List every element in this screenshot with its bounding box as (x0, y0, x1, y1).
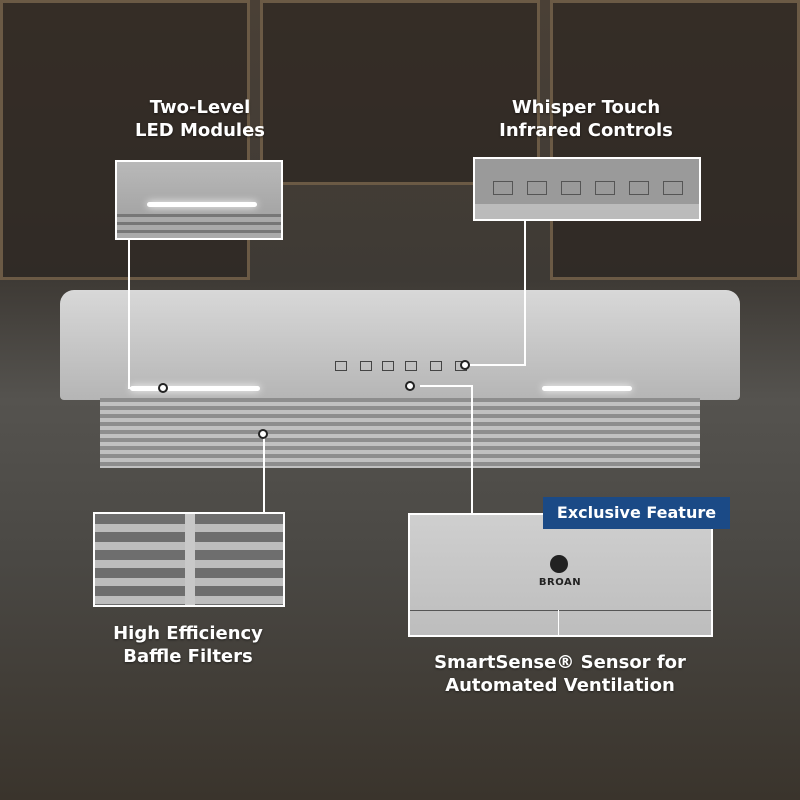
control-icon (629, 181, 649, 195)
label-line: SmartSense® Sensor for (434, 652, 686, 673)
control-icon (595, 181, 615, 195)
controls-marker (460, 360, 470, 370)
sensor-icon (550, 555, 568, 573)
label-line: Whisper Touch (511, 97, 661, 118)
label-line: Infrared Controls (499, 120, 673, 141)
label-line: Baffle Filters (123, 646, 253, 667)
control-button (405, 361, 417, 371)
exclusive-feature-badge: Exclusive Feature (543, 497, 730, 529)
control-icon (527, 181, 547, 195)
sensor-leader-line (471, 385, 473, 515)
led-marker (158, 383, 168, 393)
seam (558, 610, 559, 635)
range-hood (60, 290, 740, 400)
sensor-leader-line (420, 385, 472, 387)
controls-detail-box (473, 157, 701, 221)
sensor-marker (405, 381, 415, 391)
label-line: High Efficiency (113, 623, 263, 644)
sensor-detail-box: BROAN (408, 513, 713, 637)
control-icon (561, 181, 581, 195)
control-button (360, 361, 372, 371)
seam (410, 610, 711, 611)
controls-leader-line (470, 364, 526, 366)
control-button (382, 361, 394, 371)
brand-logo: BROAN (538, 577, 582, 588)
filter-divider (185, 514, 195, 605)
control-button (335, 361, 347, 371)
baffle-filters (100, 398, 700, 468)
led-detail-box (115, 160, 283, 240)
led-right (542, 386, 632, 391)
filter-marker (258, 429, 268, 439)
power-icon (663, 181, 683, 195)
cabinet-center (260, 0, 540, 185)
label-line: Automated Ventilation (445, 675, 675, 696)
label-line: Two-Level (149, 97, 251, 118)
led-leader-line (128, 240, 130, 388)
filter-leader-line (263, 436, 265, 512)
led-strip (147, 202, 257, 207)
label-line: LED Modules (134, 120, 266, 141)
control-icon (493, 181, 513, 195)
filter-edge (117, 214, 281, 238)
filter-detail-box (93, 512, 285, 607)
led-left (130, 386, 260, 391)
controls-leader-line (524, 221, 526, 365)
led-leader-line (128, 387, 166, 389)
cabinet-right (550, 0, 800, 280)
control-button (430, 361, 442, 371)
